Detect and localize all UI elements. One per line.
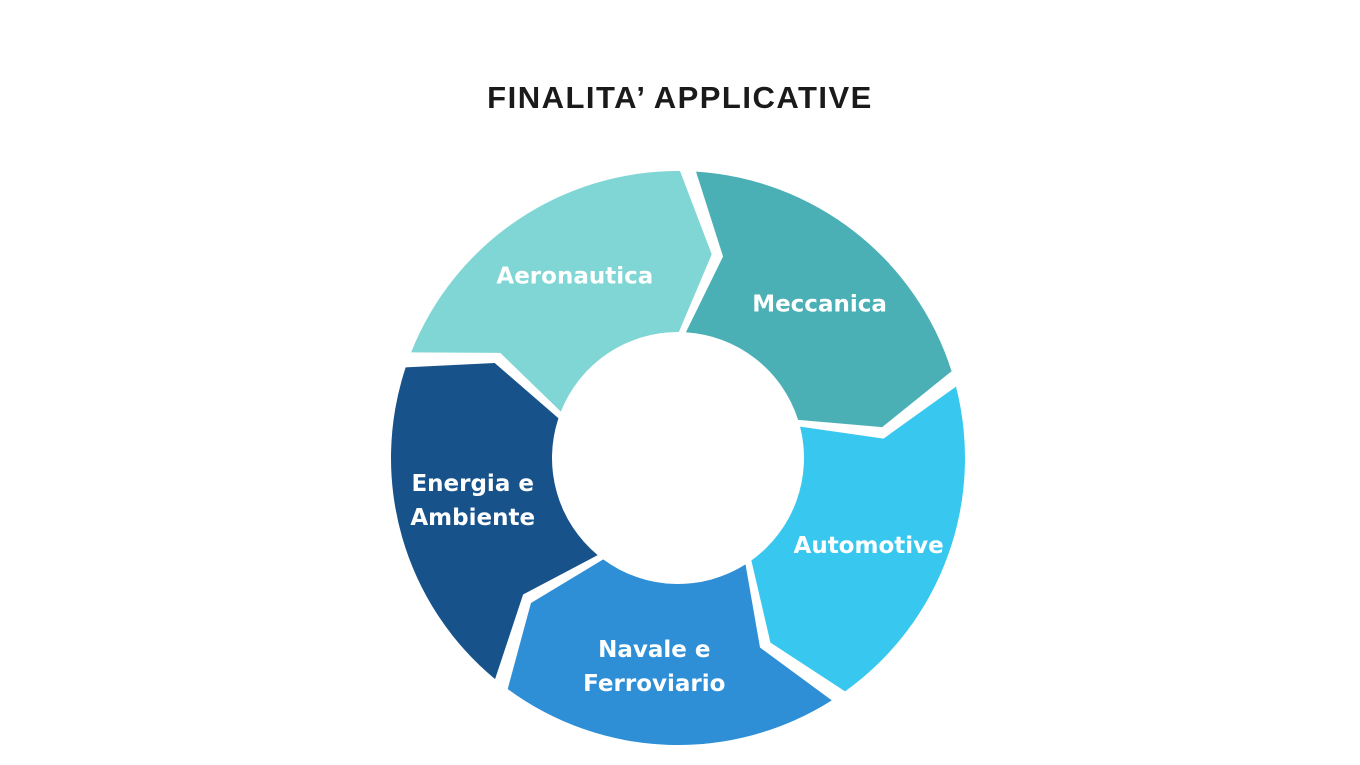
segment-arrow (685, 171, 952, 428)
segment-label-line: Aeronautica (496, 264, 653, 290)
diagram-title: FINALITA’ APPLICATIVE (487, 80, 873, 115)
segment-label-line: Automotive (794, 533, 944, 559)
segment-arrow (507, 559, 832, 745)
segment-label: Aeronautica (496, 264, 653, 290)
segment-label: Automotive (794, 533, 944, 559)
segment-label-line: Energia e (411, 471, 534, 497)
segment-label: Navale e Ferroviario (583, 637, 725, 697)
segment-arrow (390, 362, 598, 680)
segment-arrow (751, 386, 965, 692)
segment-label-line: Meccanica (752, 292, 887, 318)
segment-label: Energia e Ambiente (410, 471, 535, 531)
segment-arrow (411, 171, 712, 412)
segment-label-line: Ferroviario (583, 671, 725, 697)
segment-label-line: Navale e (598, 637, 710, 663)
segment-label: Meccanica (752, 292, 887, 318)
segment-label-line: Ambiente (410, 505, 535, 531)
